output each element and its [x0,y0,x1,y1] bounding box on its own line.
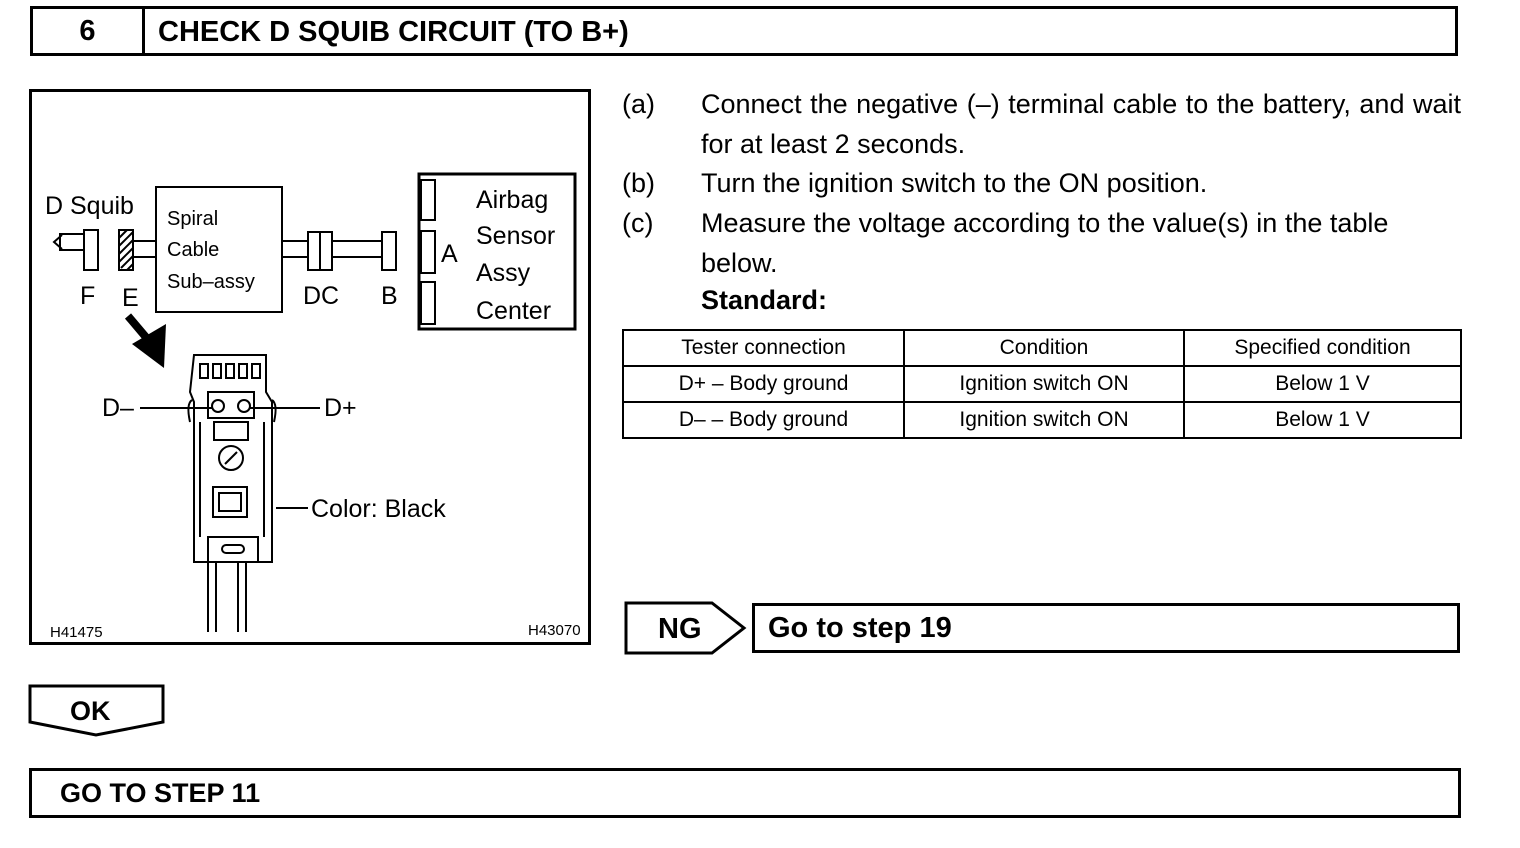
connector-b-label: B [381,282,398,310]
table-cell: D– – Body ground [622,401,905,439]
connector-dc-right-icon [319,231,333,271]
connector-dc-left-icon [307,231,321,271]
step-header: 6 CHECK D SQUIB CIRCUIT (TO B+) [30,6,1458,56]
table-header: Tester connection [622,329,905,367]
ok-result-box: GO TO STEP 11 [29,768,1461,818]
step-c-label: (c) [622,208,654,238]
ok-tag: OK [28,684,165,737]
connector-a-label: A [441,240,458,268]
step-b-label: (b) [622,168,655,198]
circuit-diagram: D Squib Airbag Sensor Assy Center A F E … [45,172,581,641]
airbag-label-2: Sensor [476,222,555,250]
connector-f-label: F [80,282,95,310]
airbag-label-3: Assy [476,259,531,287]
figure-code-left: H41475 [50,624,103,641]
table-cell: Ignition switch ON [903,365,1185,403]
squib-plug-icon [59,233,85,251]
step-b-text: Turn the ignition switch to the ON posit… [701,168,1208,198]
ok-label: OK [70,696,111,726]
step-title: CHECK D SQUIB CIRCUIT (TO B+) [158,16,629,48]
table-cell: Ignition switch ON [903,401,1185,439]
table-row: D– – Body ground Ignition switch ON Belo… [622,401,1462,439]
table-header: Condition [903,329,1185,367]
d-squib-label: D Squib [45,192,134,220]
table-header-row: Tester connection Condition Specified co… [622,329,1462,367]
figure-code-right: H43070 [528,622,581,639]
ng-tag: NG [624,601,747,655]
spiral-label-1: Spiral [167,208,218,230]
table-cell: Below 1 V [1183,401,1462,439]
pointer-arrow-icon [124,313,166,368]
step-a-text: Connect the negative (–) terminal cable … [701,89,1461,159]
ng-label: NG [658,613,702,645]
wiring-figure: D Squib Airbag Sensor Assy Center A F E … [29,89,591,645]
standard-label: Standard: [701,285,828,315]
d-minus-label: D– [102,394,134,422]
spiral-cable-box [155,186,283,313]
ng-result-box: Go to step 19 [752,603,1460,653]
connector-dc-label: DC [303,282,339,310]
spiral-label-2: Cable [167,239,219,261]
table-header: Specified condition [1183,329,1462,367]
table-cell: Below 1 V [1183,365,1462,403]
step-a-label: (a) [622,89,655,119]
d-plus-label: D+ [324,394,357,422]
spiral-label-3: Sub–assy [167,271,255,293]
table-row: D+ – Body ground Ignition switch ON Belo… [622,365,1462,403]
airbag-label-4: Center [476,297,551,325]
airbag-sensor-box [417,172,577,331]
airbag-label-1: Airbag [476,186,548,214]
step-c-text: Measure the voltage according to the val… [701,208,1389,278]
connector-b-icon [381,231,397,271]
connector-detail-icon [140,354,320,632]
standard-table: Tester connection Condition Specified co… [622,329,1462,439]
step-number: 6 [33,9,145,53]
table-cell: D+ – Body ground [622,365,905,403]
connector-e-label: E [122,284,139,312]
color-label: Color: Black [311,495,446,523]
connector-f-icon [83,229,99,271]
